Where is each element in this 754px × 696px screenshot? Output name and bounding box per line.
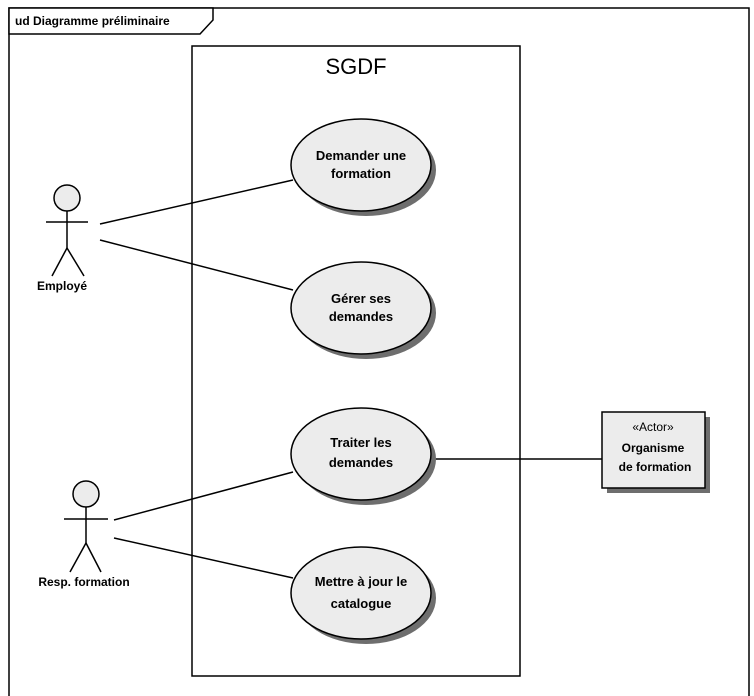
associations <box>99 179 602 579</box>
use-case-label-line-2: catalogue <box>331 596 392 611</box>
stick-figure-icon <box>64 480 108 573</box>
frame-tab <box>8 7 214 35</box>
association-resp-traiter <box>113 471 294 521</box>
actor-name: Employé <box>37 279 87 293</box>
actor-resp-formation[interactable]: Resp. formation <box>38 480 130 589</box>
actor-organisme-de-formation[interactable]: «Actor» Organisme de formation <box>601 411 710 493</box>
use-case-label-line-1: Gérer ses <box>331 291 391 306</box>
system-title: SGDF <box>325 54 386 79</box>
use-case-label-line-1: Traiter les <box>330 435 391 450</box>
frame-label: ud Diagramme préliminaire <box>15 14 170 28</box>
association-resp-mettre <box>113 537 294 579</box>
use-case-label-line-1: Mettre à jour le <box>315 574 407 589</box>
use-case-label-line-2: demandes <box>329 455 393 470</box>
actor-name-line-1: Organisme <box>622 441 685 455</box>
use-case-demander-formation[interactable]: Demander une formation <box>290 118 436 216</box>
use-case-label-line-2: demandes <box>329 309 393 324</box>
actor-stereotype: «Actor» <box>632 420 674 434</box>
use-case-traiter-demandes[interactable]: Traiter les demandes <box>290 407 436 505</box>
actor-name: Resp. formation <box>38 575 129 589</box>
use-case-gerer-demandes[interactable]: Gérer ses demandes <box>290 261 436 359</box>
use-case-label-line-2: formation <box>331 166 391 181</box>
actor-name-line-2: de formation <box>619 460 692 474</box>
stick-figure-icon <box>46 184 88 277</box>
association-employe-gerer <box>99 239 294 291</box>
actor-employe[interactable]: Employé <box>37 184 88 293</box>
use-case-mettre-a-jour-catalogue[interactable]: Mettre à jour le catalogue <box>290 546 436 644</box>
association-employe-demander <box>99 179 294 225</box>
use-case-label-line-1: Demander une <box>316 148 406 163</box>
